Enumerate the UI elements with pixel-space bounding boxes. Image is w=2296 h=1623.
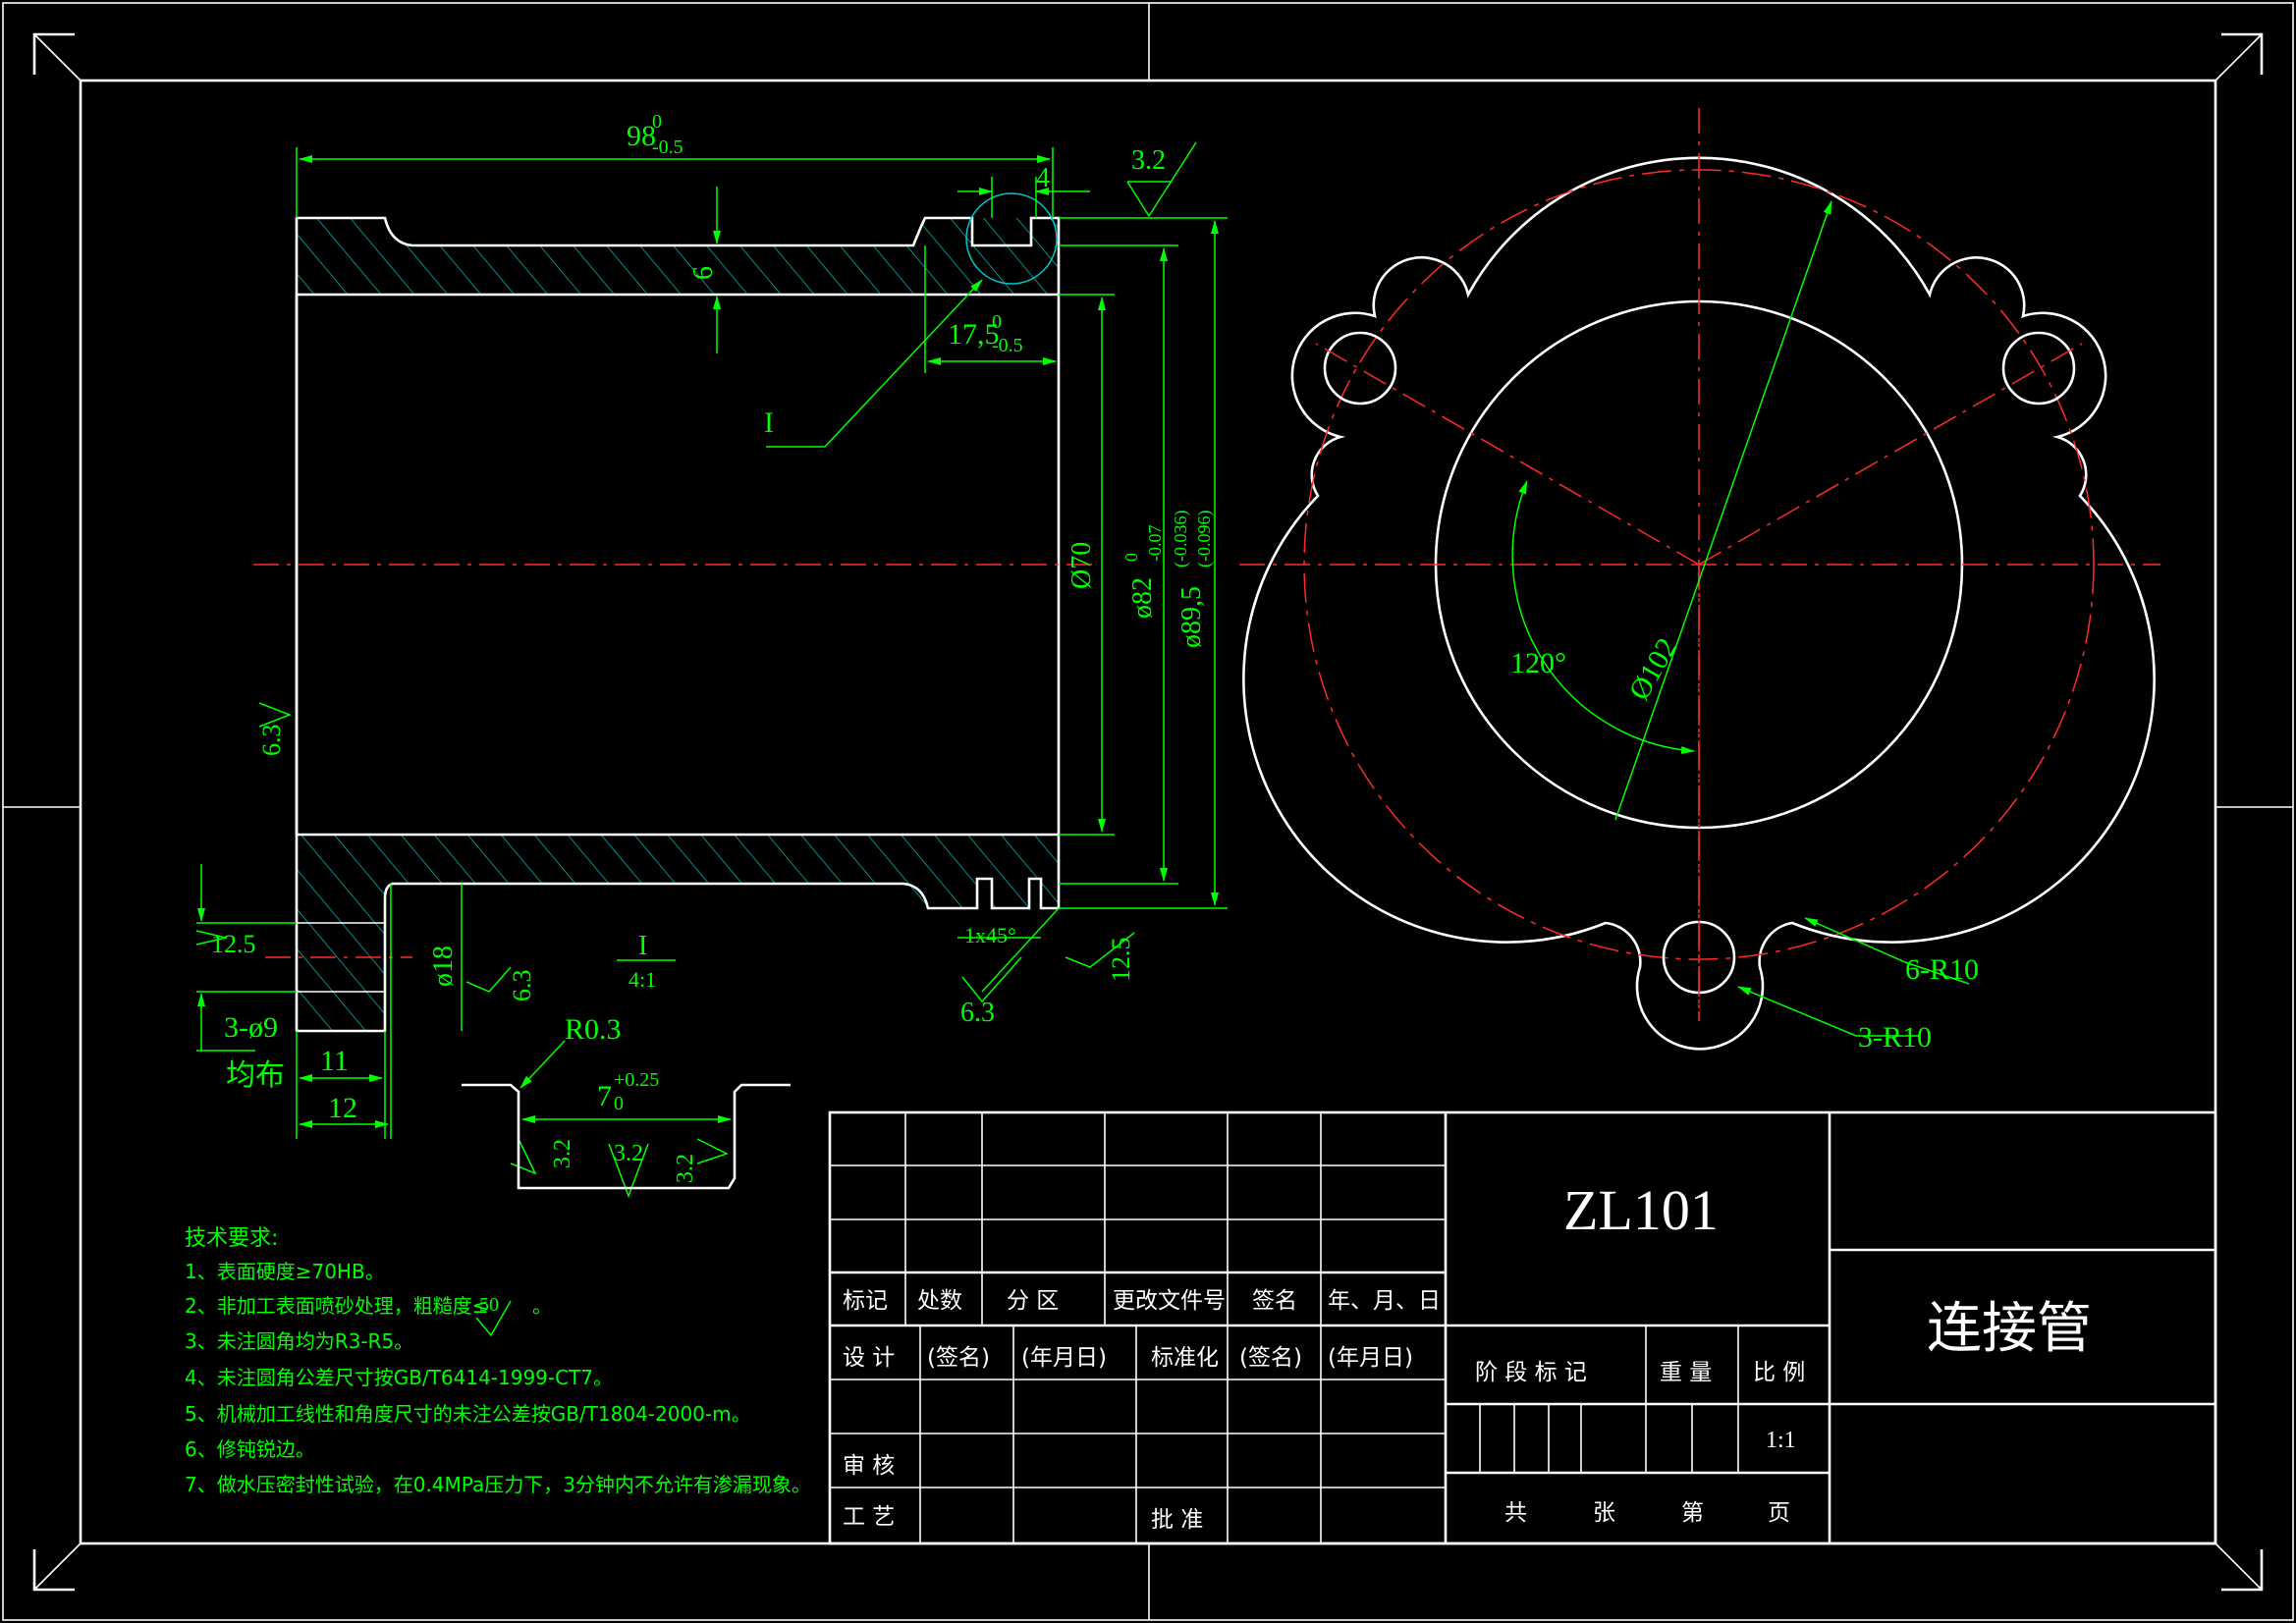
- dim-detail-width-upper: +0.25: [614, 1069, 659, 1091]
- dim-wall-thickness: 6: [688, 266, 719, 280]
- technical-notes: 技术要求: 1、表面硬度≥70HB。 2、非加工表面喷砂处理，粗糙度≤ 50 。…: [185, 1226, 811, 1496]
- dim-groove-pos-upper: 0: [992, 311, 1002, 333]
- dim-groove-pos-lower: -0.5: [992, 335, 1023, 356]
- note-item-2: 2、非加工表面喷砂处理，粗糙度≤: [185, 1294, 488, 1318]
- dim-angle: 120°: [1510, 647, 1566, 679]
- dim-overall-length-lower: -0.5: [652, 136, 683, 158]
- dim-hole-offset-12: 12: [328, 1092, 357, 1124]
- dim-od-main-upper: 0: [1121, 553, 1141, 562]
- rev-header-sign: 签名: [1252, 1288, 1297, 1314]
- dim-radius-6: 6-R10: [1905, 953, 1979, 986]
- stage-mark-label: 阶 段 标 记: [1475, 1360, 1587, 1385]
- approve-label: 批 准: [1151, 1507, 1203, 1533]
- detail-view-I: [462, 959, 791, 1190]
- roughness-r2: 6.3: [257, 725, 286, 757]
- roughness-r8: 3.2: [614, 1141, 643, 1166]
- note-item-2-end: 。: [532, 1294, 552, 1318]
- dim-groove-pos: 17,5: [948, 318, 1000, 351]
- front-view: [1239, 108, 2160, 1051]
- roughness-r3: 12.5: [211, 930, 256, 958]
- detail-title: I: [638, 931, 647, 961]
- dim-radius-3: 3-R10: [1858, 1021, 1932, 1054]
- detail-scale: 4:1: [629, 967, 656, 992]
- page-label: 页: [1768, 1500, 1790, 1526]
- total-label: 共: [1504, 1500, 1527, 1526]
- dim-od-flange-lower: (-0.096): [1194, 511, 1215, 568]
- sheets-label: 张: [1593, 1500, 1615, 1526]
- material-label: ZL101: [1563, 1178, 1719, 1242]
- dim-hole-offset-11: 11: [320, 1045, 349, 1077]
- dim-detail-width-lower: 0: [614, 1093, 624, 1114]
- weight-label: 重 量: [1660, 1360, 1712, 1385]
- rev-header-zone: 分 区: [1007, 1288, 1059, 1314]
- roughness-symbols: [195, 141, 1197, 1199]
- dim-od-flange-upper: (-0.036): [1171, 511, 1191, 568]
- roughness-r5: 6.3: [960, 998, 995, 1028]
- note-item-4: 4、未注圆角公差尺寸按GB/T6414-1999-CT7。: [185, 1366, 613, 1389]
- scale-label: 比 例: [1753, 1360, 1805, 1385]
- dim-overall-length-upper: 0: [652, 111, 662, 133]
- dim-flange-hole: ø18: [428, 946, 459, 987]
- dim-overall-length: 98: [627, 120, 656, 152]
- dim-pcd: Ø102: [1622, 632, 1683, 705]
- rev-header-docno: 更改文件号: [1113, 1288, 1226, 1314]
- design-date: (年月日): [1021, 1345, 1107, 1371]
- note-item-2-value: 50: [479, 1294, 499, 1316]
- rev-header-count: 处数: [917, 1288, 962, 1314]
- design-sign: (签名): [927, 1345, 990, 1371]
- process-label: 工 艺: [843, 1504, 895, 1530]
- notes-heading: 技术要求:: [185, 1226, 278, 1251]
- detail-callout-label: I: [764, 406, 774, 439]
- title-block-grid: [828, 1110, 2217, 1545]
- dim-detail-radius: R0.3: [565, 1013, 622, 1046]
- dim-od-flange: ø89,5: [1176, 586, 1207, 648]
- roughness-r4: 6.3: [508, 970, 536, 1002]
- side-view-dimensions: [196, 147, 1228, 1139]
- roughness-r1: 3.2: [1131, 145, 1166, 176]
- dim-groove-width: 4: [1036, 163, 1050, 193]
- standard-label: 标准化: [1151, 1345, 1219, 1371]
- rev-header-date: 年、月、日: [1328, 1288, 1441, 1314]
- design-label: 设 计: [843, 1345, 895, 1371]
- rev-header-mark: 标记: [843, 1288, 888, 1314]
- dim-od-main-lower: -0.07: [1145, 525, 1165, 563]
- standard-date: (年月日): [1328, 1345, 1413, 1371]
- roughness-texts: 3.2 6.3 12.5 6.3 6.3 12.5 3.2 3.2 3.2: [211, 145, 1166, 1183]
- side-section-view: [253, 192, 1100, 1033]
- sheet-no-label: 第: [1681, 1500, 1704, 1526]
- review-label: 审 核: [843, 1453, 895, 1479]
- roughness-r7: 3.2: [550, 1139, 575, 1168]
- dim-bore: Ø70: [1066, 542, 1097, 589]
- note-item-6: 6、修钝锐边。: [185, 1437, 315, 1461]
- dim-hole-pattern-note: 均布: [226, 1058, 285, 1093]
- part-name: 连接管: [1927, 1297, 2092, 1361]
- note-item-3: 3、未注圆角均为R3-R5。: [185, 1329, 413, 1353]
- dim-chamfer: 1x45°: [964, 923, 1016, 947]
- scale-value: 1:1: [1766, 1428, 1796, 1453]
- note-item-7: 7、做水压密封性试验，在0.4MPa压力下，3分钟内不允许有渗漏现象。: [185, 1473, 811, 1496]
- standard-sign: (签名): [1239, 1345, 1302, 1371]
- note-item-5: 5、机械加工线性和角度尺寸的未注公差按GB/T1804-2000-m。: [185, 1402, 751, 1426]
- roughness-r9: 3.2: [673, 1154, 698, 1183]
- note-item-1: 1、表面硬度≥70HB。: [185, 1260, 385, 1283]
- roughness-r6: 12.5: [1107, 938, 1135, 983]
- dim-hole-pattern: 3-ø9: [224, 1011, 278, 1044]
- dim-od-main: ø82: [1127, 577, 1158, 619]
- title-block-texts: ZL101 连接管 标记 处数 分 区 更改文件号 签名 年、月、日 设 计 (…: [843, 1178, 2092, 1533]
- dim-detail-width: 7: [597, 1080, 612, 1112]
